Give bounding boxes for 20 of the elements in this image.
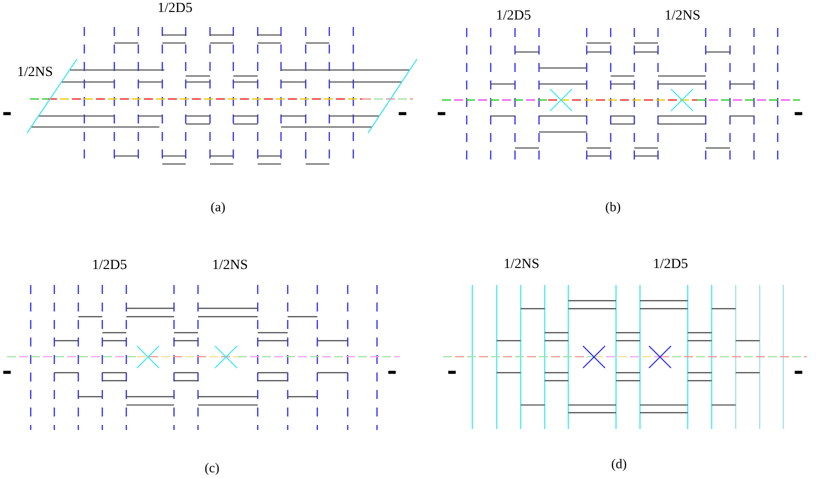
panel-label: (d)	[612, 458, 626, 472]
brane-label: 1/2D5	[93, 260, 126, 270]
brane-label: 1/2NS	[213, 260, 248, 270]
brane-label: 1/2NS	[18, 66, 52, 76]
minus-sign: −	[794, 112, 802, 116]
minus-sign: −	[398, 112, 406, 116]
brane-label: 1/2NS	[504, 258, 539, 268]
panel-label: (c)	[205, 462, 219, 476]
minus-sign: −	[3, 370, 11, 374]
panel-label: (b)	[606, 202, 620, 214]
minus-sign: −	[438, 112, 446, 116]
minus-sign: −	[448, 370, 456, 374]
panel-label: (a)	[211, 202, 225, 214]
brane-label: 1/2NS	[666, 10, 700, 20]
brane-label: 1/2D5	[497, 10, 530, 20]
minus-sign: −	[794, 370, 802, 374]
minus-sign: −	[3, 112, 11, 116]
brane-label: 1/2D5	[158, 2, 192, 12]
brane-label: 1/2D5	[654, 258, 688, 268]
minus-sign: −	[388, 370, 396, 374]
